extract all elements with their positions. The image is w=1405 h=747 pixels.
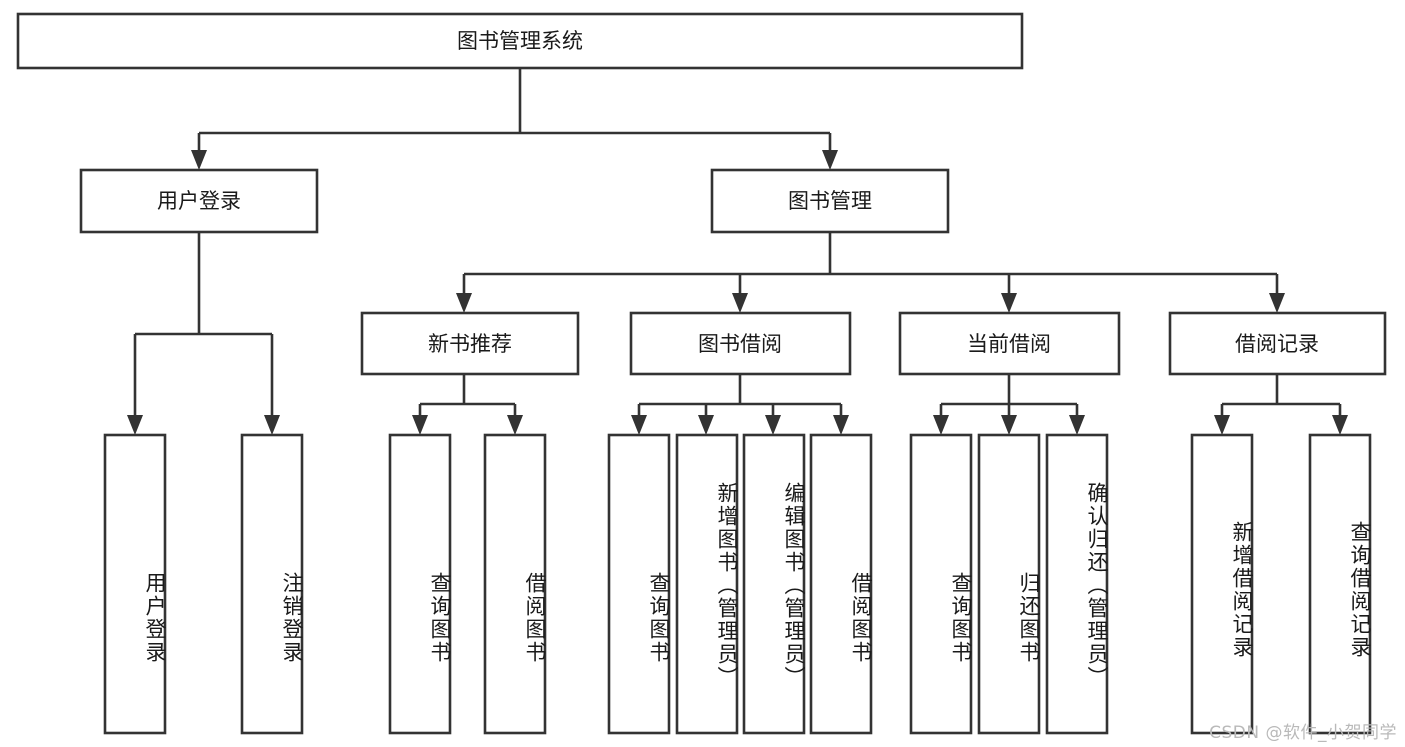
node-book-manage[interactable]: 图书管理 [710, 168, 950, 234]
arrow-head-newbook-leaf1 [412, 415, 428, 435]
node-book-borrow[interactable]: 图书借阅 [629, 311, 852, 376]
node-book-manage-label: 图书管理 [788, 189, 872, 213]
node-root-label: 图书管理系统 [457, 29, 583, 53]
node-borrow-record-box[interactable] [1168, 311, 1387, 376]
arrow-head-current-leaf3 [1069, 415, 1085, 435]
leaf-box-logout[interactable] [240, 433, 304, 735]
leaf-box-user-login[interactable] [103, 433, 167, 735]
node-root[interactable]: 图书管理系统 [16, 12, 1024, 70]
arrow-head-bookborrow-leaf2 [698, 415, 714, 435]
connector-group-user-login [127, 232, 280, 435]
leaf-box-cb-query[interactable] [909, 433, 973, 735]
leaf-box-cb-return[interactable] [977, 433, 1041, 735]
arrow-head-user-leaf2 [264, 415, 280, 435]
leaf-boxes-borrow-record [1190, 433, 1372, 735]
arrow-head-to-user-login [191, 150, 207, 170]
arrow-head-current-leaf2 [1001, 415, 1017, 435]
node-user-login-label: 用户登录 [157, 189, 241, 213]
arrow-head-record-leaf2 [1332, 415, 1348, 435]
arrow-head-current-borrow [1001, 293, 1017, 313]
node-book-borrow-box[interactable] [629, 311, 852, 376]
leaf-box-newbook-query[interactable] [388, 433, 452, 735]
leaf-boxes-user-login [103, 433, 304, 735]
leaf-box-br-query[interactable] [1308, 433, 1372, 735]
connector-group-root [191, 68, 838, 170]
node-book-borrow-label: 图书借阅 [698, 332, 782, 356]
leaf-boxes-new-book [388, 433, 547, 735]
node-borrow-record[interactable]: 借阅记录 [1168, 311, 1387, 376]
node-current-borrow-label: 当前借阅 [967, 332, 1051, 356]
node-current-borrow-box[interactable] [898, 311, 1121, 376]
node-current-borrow[interactable]: 当前借阅 [898, 311, 1121, 376]
arrow-head-borrow-record [1269, 293, 1285, 313]
leaf-box-bb-edit[interactable] [742, 433, 806, 735]
node-book-manage-box[interactable] [710, 168, 950, 234]
arrow-head-bookborrow-leaf4 [833, 415, 849, 435]
leaf-boxes-book-borrow [607, 433, 873, 735]
arrow-head-bookborrow-leaf1 [631, 415, 647, 435]
arrow-head-current-leaf1 [933, 415, 949, 435]
leaf-boxes-current-borrow [909, 433, 1109, 735]
watermark-text: CSDN @软件_小贺同学 [1209, 723, 1397, 743]
arrow-head-to-book-manage [822, 150, 838, 170]
arrow-head-new-book [456, 293, 472, 313]
leaf-box-br-add[interactable] [1190, 433, 1254, 735]
node-new-book-recommend[interactable]: 新书推荐 [360, 311, 580, 376]
leaf-box-newbook-borrow[interactable] [483, 433, 547, 735]
arrow-head-book-borrow [732, 293, 748, 313]
node-user-login-box[interactable] [79, 168, 319, 234]
node-new-book-label: 新书推荐 [428, 332, 512, 356]
leaf-box-bb-add[interactable] [675, 433, 739, 735]
connector-group-new-book [412, 374, 523, 435]
node-borrow-record-label: 借阅记录 [1235, 332, 1319, 356]
leaf-box-bb-borrow[interactable] [809, 433, 873, 735]
connector-group-current-borrow [933, 374, 1085, 435]
node-user-login[interactable]: 用户登录 [79, 168, 319, 234]
arrow-head-newbook-leaf2 [507, 415, 523, 435]
leaf-box-cb-confirm[interactable] [1045, 433, 1109, 735]
arrow-head-user-leaf1 [127, 415, 143, 435]
leaf-box-bb-query[interactable] [607, 433, 671, 735]
node-root-box[interactable] [16, 12, 1024, 70]
connector-group-book-borrow [631, 374, 849, 435]
connector-group-borrow-record [1214, 374, 1348, 435]
connector-group-book-manage [456, 232, 1285, 313]
arrow-head-record-leaf1 [1214, 415, 1230, 435]
node-new-book-box[interactable] [360, 311, 580, 376]
arrow-head-bookborrow-leaf3 [765, 415, 781, 435]
